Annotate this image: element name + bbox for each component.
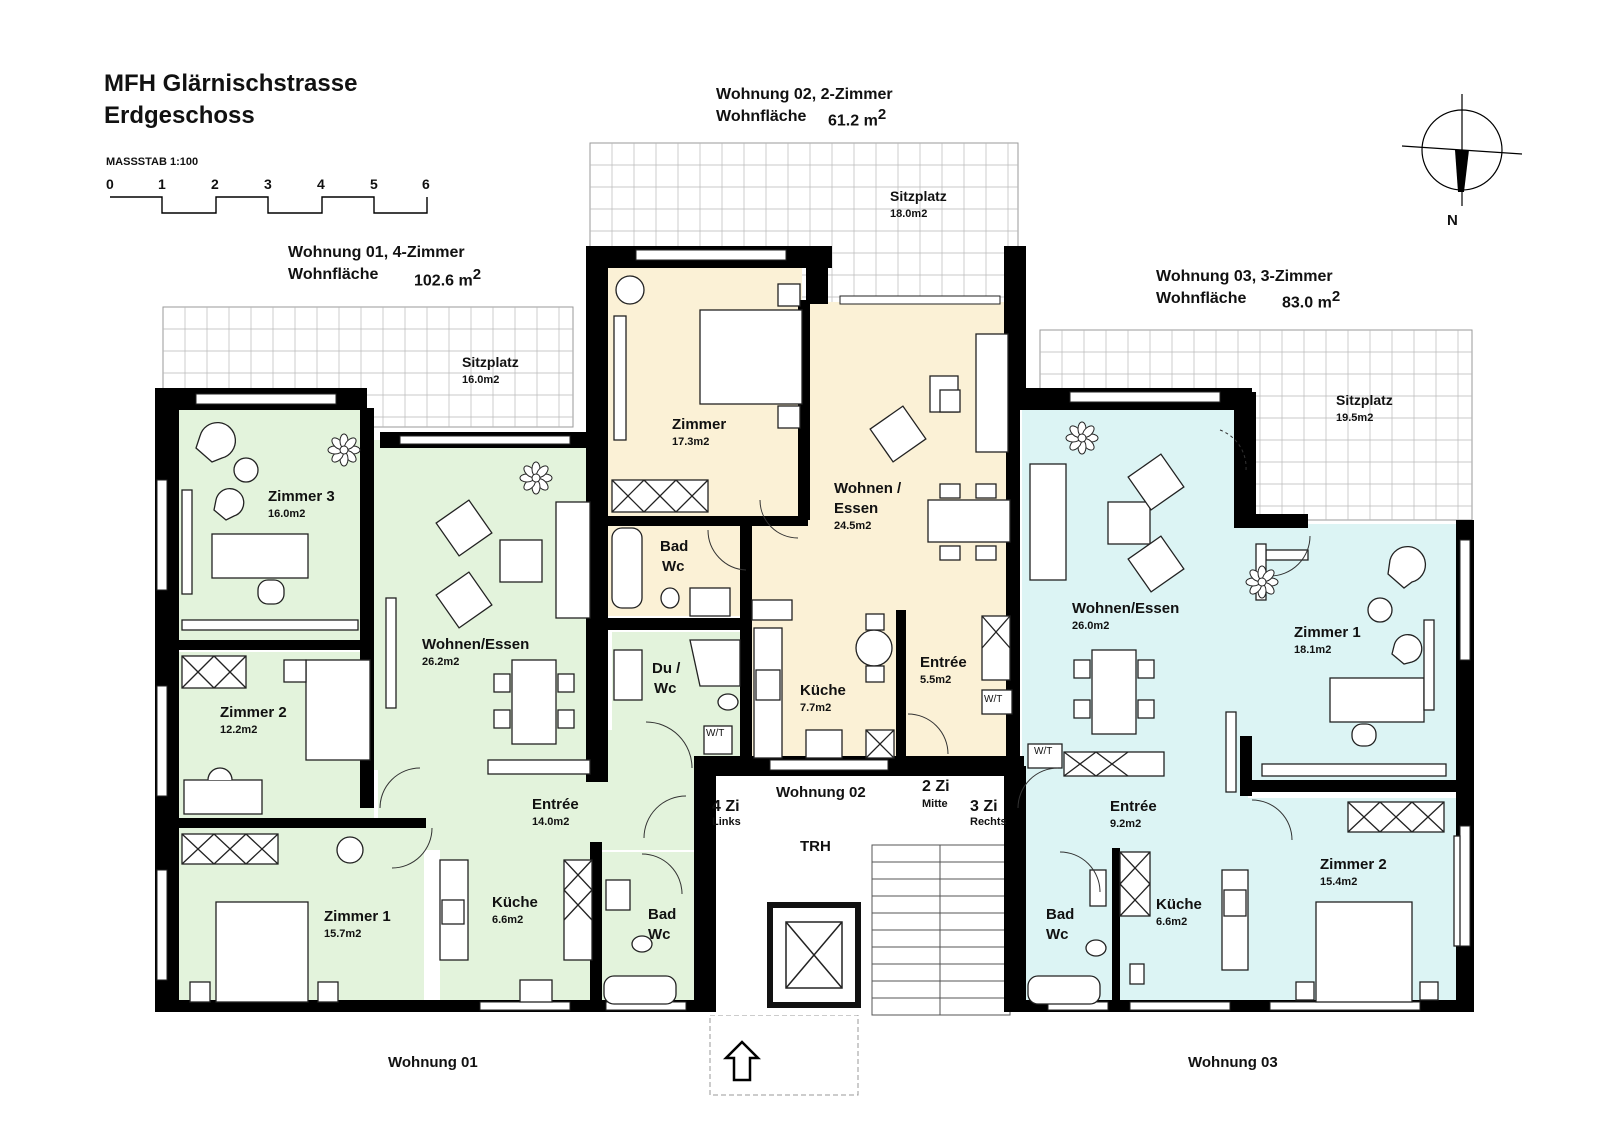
unit-w01-area: 102.6 m2	[414, 266, 482, 290]
room-name: Sitzplatz	[890, 188, 947, 204]
plant-icon	[327, 433, 361, 467]
room-name: Zimmer	[672, 416, 727, 433]
stair-sub-links: Links	[712, 816, 741, 828]
page-title: MFH Glärnischstrasse	[104, 70, 358, 97]
scale-bar	[110, 196, 428, 214]
room-name-2: Wc	[662, 558, 685, 575]
room-name: Wohnen /	[834, 480, 902, 497]
room-area: 16.0m2	[268, 508, 306, 520]
room-name: Küche	[800, 682, 846, 699]
room-area: 18.0m2	[890, 208, 928, 220]
room-name: Zimmer 3	[268, 488, 335, 505]
room-name: Zimmer 1	[1294, 624, 1361, 641]
north-label: N	[1447, 212, 1458, 229]
room-name: Wohnen/Essen	[422, 636, 530, 653]
room-name: Wohnen/Essen	[1072, 600, 1180, 617]
room-name: Sitzplatz	[462, 354, 519, 370]
stair-hall-label: TRH	[800, 838, 831, 855]
room-name: Entrée	[532, 796, 579, 813]
stair-label-rechts: 3 Zi	[970, 798, 998, 815]
room-name: Küche	[1156, 896, 1202, 913]
plant-icon	[519, 461, 553, 495]
room-area: 18.1m2	[1294, 644, 1332, 656]
room-name: Bad	[660, 538, 689, 555]
plant-icon	[1065, 421, 1099, 455]
scale-tick: 0	[106, 176, 114, 192]
room-area: 17.3m2	[672, 436, 710, 448]
room-name: Zimmer 1	[324, 908, 391, 925]
room-area: 7.7m2	[800, 702, 832, 714]
scale-tick: 4	[317, 176, 325, 192]
unit-w02-area: 61.2 m2	[828, 106, 887, 130]
unit-w03-area: 83.0 m2	[1282, 288, 1341, 312]
scale-tick: 1	[158, 176, 166, 192]
elevator	[767, 902, 861, 1008]
room-area: 6.6m2	[1156, 916, 1188, 928]
scale-tick: 3	[264, 176, 272, 192]
north-arrow-icon	[1401, 94, 1523, 206]
unit-w01-area-label: Wohnfläche	[288, 266, 379, 283]
room-name-2: Wc	[648, 926, 671, 943]
washer-dryer-label: W/T	[706, 728, 725, 739]
room-area: 14.0m2	[532, 816, 570, 828]
room-name-2: Essen	[834, 500, 879, 517]
room-area: 16.0m2	[462, 374, 500, 386]
unit-w02-name: Wohnung 02, 2-Zimmer	[716, 86, 893, 103]
room-area: 15.4m2	[1320, 876, 1358, 888]
plant-icon	[1245, 565, 1279, 599]
unit-w03-area-label: Wohnfläche	[1156, 290, 1247, 307]
stair-sub-rechts: Rechts	[970, 816, 1007, 828]
room-area: 6.6m2	[492, 914, 524, 926]
scale-tick: 5	[370, 176, 378, 192]
scale-tick: 6	[422, 176, 430, 192]
room-area: 24.5m2	[834, 520, 872, 532]
room-area: 26.0m2	[1072, 620, 1110, 632]
entrance-arrow-icon	[722, 1040, 762, 1082]
room-name: Zimmer 2	[1320, 856, 1387, 873]
room-name: Sitzplatz	[1336, 392, 1393, 408]
room-name-2: Wc	[654, 680, 677, 697]
scale-label: MASSSTAB 1:100	[106, 156, 199, 168]
room-name-2: Wc	[1046, 926, 1069, 943]
unit-w03-bottom-label: Wohnung 03	[1188, 1054, 1278, 1071]
plants	[327, 421, 1279, 599]
room-name: Entrée	[1110, 798, 1157, 815]
room-area: 19.5m2	[1336, 412, 1374, 424]
unit-w02-door-label: Wohnung 02	[776, 784, 866, 801]
room-name: Du /	[652, 660, 681, 677]
room-name: Bad	[648, 906, 677, 923]
stair-label-links: 4 Zi	[712, 798, 740, 815]
room-area: 9.2m2	[1110, 818, 1142, 830]
door-swings	[379, 429, 1311, 895]
room-area: 26.2m2	[422, 656, 460, 668]
unit-w01-bottom-label: Wohnung 01	[388, 1054, 478, 1071]
scale-tick: 2	[211, 176, 219, 192]
page-subtitle: Erdgeschoss	[104, 102, 255, 129]
windows	[156, 249, 1471, 1011]
furniture	[181, 275, 1461, 1005]
room-name: Bad	[1046, 906, 1075, 923]
stair-steps	[872, 861, 1010, 999]
stair-label-mitte: 2 Zi	[922, 778, 950, 795]
unit-w01-name: Wohnung 01, 4-Zimmer	[288, 244, 465, 261]
room-name: Zimmer 2	[220, 704, 287, 721]
room-area: 12.2m2	[220, 724, 258, 736]
w03-floor-entree	[1022, 770, 1248, 854]
room-name: Entrée	[920, 654, 967, 671]
room-area: 15.7m2	[324, 928, 362, 940]
room-name: Küche	[492, 894, 538, 911]
room-area: 5.5m2	[920, 674, 952, 686]
unit-w02-area-label: Wohnfläche	[716, 108, 807, 125]
stair-sub-mitte: Mitte	[922, 798, 948, 810]
unit-w03-name: Wohnung 03, 3-Zimmer	[1156, 268, 1333, 285]
washer-dryer-label: W/T	[1034, 746, 1053, 757]
washer-dryer-label: W/T	[984, 694, 1003, 705]
